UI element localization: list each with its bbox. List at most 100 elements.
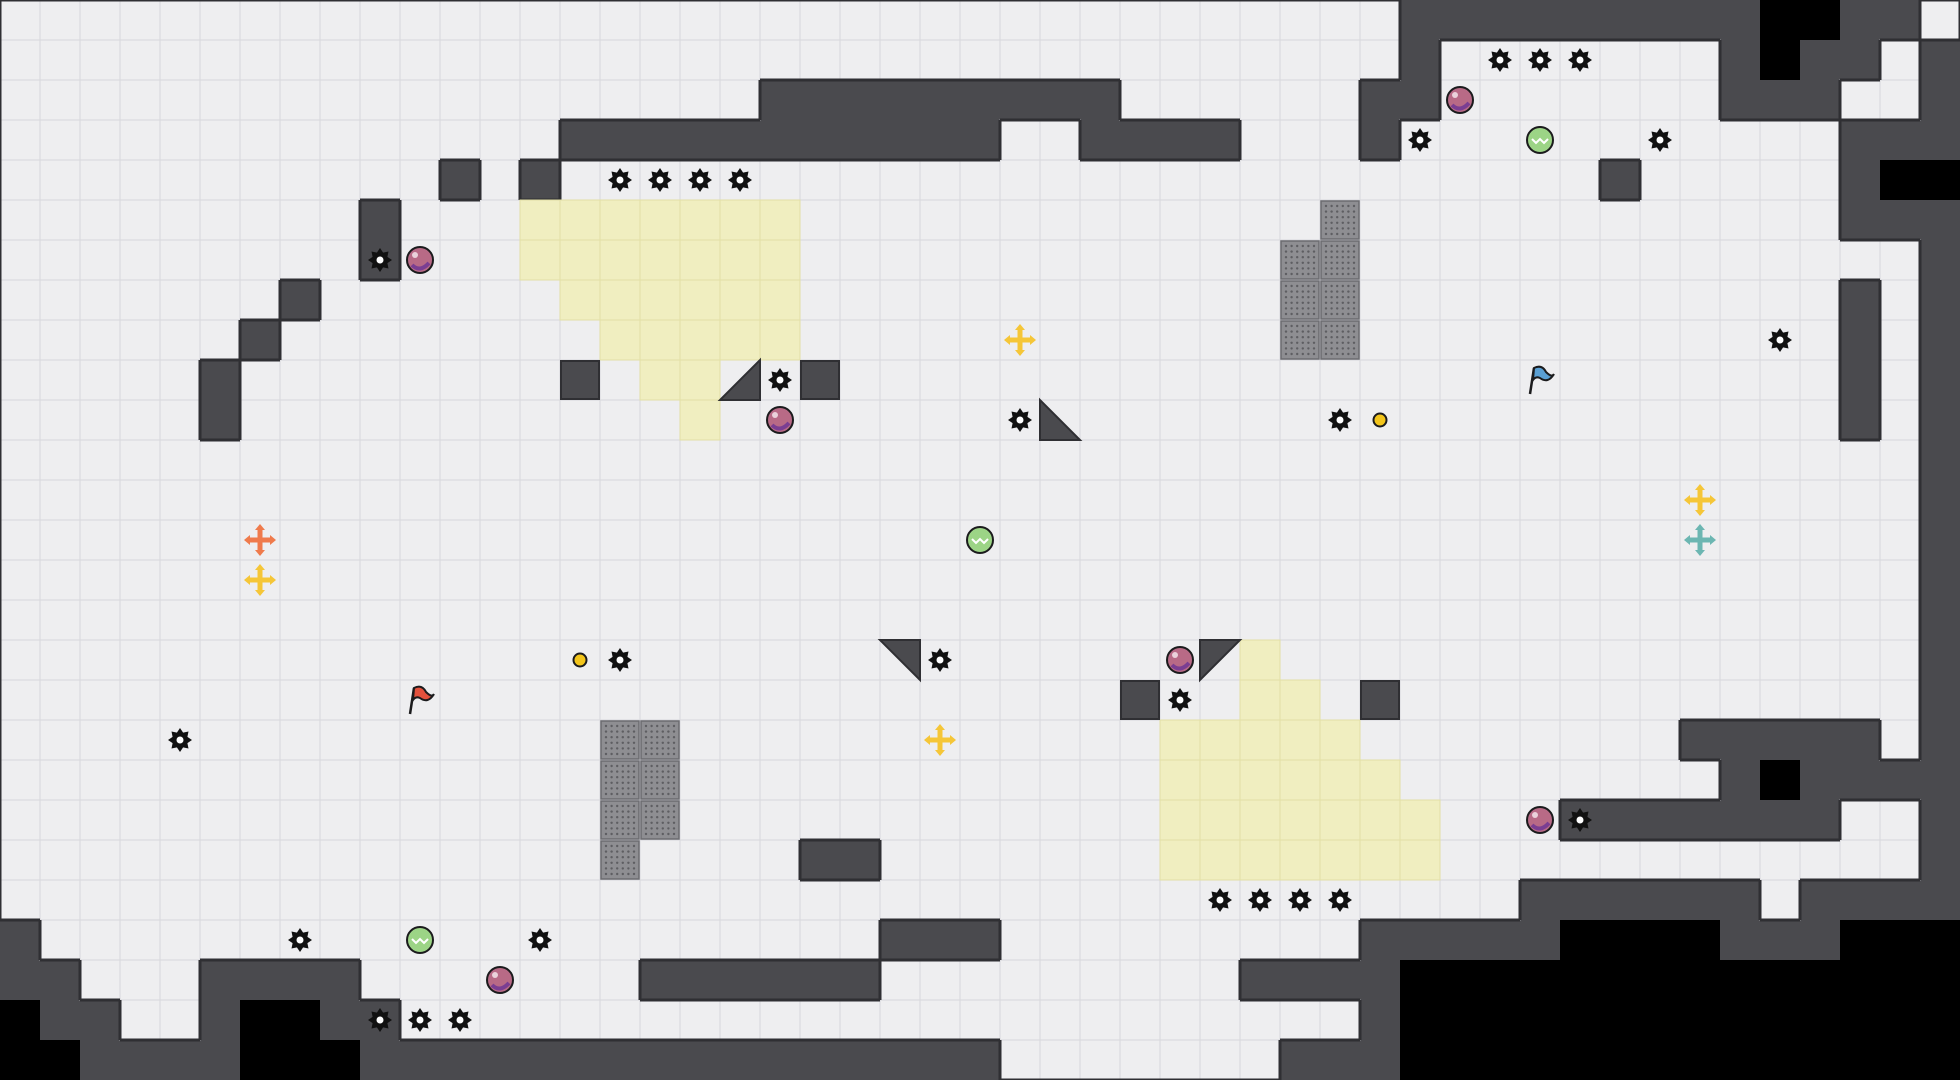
grate-base	[640, 800, 680, 840]
floor-tile	[519, 519, 561, 561]
sand-tile	[719, 279, 761, 321]
floor-tile	[0, 719, 41, 761]
floor-tile	[159, 999, 201, 1041]
grate-hole	[1336, 232, 1339, 236]
wall-tile	[1680, 800, 1720, 840]
grate-hole	[621, 787, 624, 790]
grate-hole	[656, 810, 659, 813]
floor-tile	[519, 719, 561, 761]
gem-stripe	[411, 937, 429, 945]
floor-tile	[1039, 159, 1081, 201]
grate-hole	[627, 770, 630, 773]
floor-tile	[199, 839, 241, 881]
grate-hole	[1307, 272, 1310, 276]
grate-hole	[672, 787, 676, 790]
powerup-arrow	[1695, 484, 1705, 490]
gem-stripe	[1531, 137, 1549, 145]
spike-center	[1776, 336, 1784, 344]
floor-tile	[79, 319, 121, 361]
grate-hole	[656, 736, 659, 739]
floor-tile	[1519, 599, 1561, 641]
grate-hole	[632, 792, 636, 796]
floor-tile	[119, 279, 161, 321]
floor-tile	[359, 679, 401, 721]
floor-tile	[239, 599, 281, 641]
sand-tile	[1359, 799, 1401, 841]
grate-hole	[632, 741, 636, 744]
floor-tile	[39, 599, 81, 641]
wall-tile	[1640, 880, 1680, 920]
blue-goal-flag-icon[interactable]	[1528, 365, 1555, 395]
floor-tile	[1359, 559, 1401, 601]
floor-tile	[119, 519, 161, 561]
grate-hole	[616, 816, 619, 819]
floor-tile	[159, 359, 201, 401]
floor-tile	[399, 279, 441, 321]
grate-hole	[650, 832, 653, 836]
floor-tile	[1879, 399, 1921, 441]
floor-tile	[919, 879, 961, 921]
grate-hole	[1307, 336, 1310, 339]
floor-tile	[719, 399, 761, 441]
floor-tile	[519, 959, 561, 1001]
floor-tile	[559, 839, 601, 881]
grate-hole	[627, 787, 630, 790]
grate-hole	[1341, 352, 1345, 356]
spike-icon	[368, 248, 392, 272]
floor-tile	[119, 159, 161, 201]
floor-tile	[599, 439, 641, 481]
grate-hole	[1347, 330, 1350, 333]
floor-tile	[1359, 599, 1401, 641]
floor-tile	[879, 839, 921, 881]
floor-tile	[279, 119, 321, 161]
red-start-flag-icon[interactable]	[408, 685, 435, 715]
floor-tile	[1599, 239, 1641, 281]
floor-tile	[1719, 399, 1761, 441]
floor-tile	[319, 439, 361, 481]
floor-tile	[319, 519, 361, 561]
floor-tile	[519, 879, 561, 921]
spike-icon	[1768, 328, 1792, 352]
floor-tile	[1039, 359, 1081, 401]
floor-tile	[719, 79, 761, 121]
floor-tile	[1519, 159, 1561, 201]
grate-hole	[672, 827, 676, 830]
floor-tile	[1719, 159, 1761, 201]
grate-hole	[610, 752, 613, 756]
grate-hole	[1312, 330, 1316, 333]
wall-tile	[1760, 920, 1800, 960]
wall-tile	[1600, 0, 1640, 40]
floor-tile	[1759, 639, 1801, 681]
grate-hole	[1290, 312, 1293, 316]
grate-hole	[1301, 324, 1305, 328]
grate-hole	[644, 730, 648, 733]
grate-hole	[1352, 227, 1356, 230]
grate-base	[1320, 200, 1360, 240]
wall-tile	[960, 80, 1000, 120]
grate-hole	[1324, 284, 1328, 288]
floor-tile	[159, 79, 201, 121]
floor-tile	[1559, 279, 1601, 321]
floor-tile	[1079, 0, 1121, 41]
grate-hole	[1336, 250, 1339, 253]
floor-tile	[1039, 879, 1081, 921]
floor-tile	[959, 599, 1001, 641]
grate-hole	[1324, 244, 1328, 248]
grate-hole	[604, 730, 608, 733]
floor-tile	[479, 399, 521, 441]
grate-hole	[1330, 210, 1333, 213]
wall-tile	[1800, 80, 1840, 120]
grate-hole	[604, 821, 608, 824]
grate-hole	[616, 741, 619, 744]
wall-tile	[200, 960, 240, 1000]
floor-tile	[1079, 1039, 1121, 1080]
floor-tile	[639, 439, 681, 481]
grate-hole	[1336, 204, 1339, 208]
floor-tile	[0, 639, 41, 681]
grate-hole	[1347, 301, 1350, 304]
item-layer	[168, 48, 1792, 1032]
wall-tile	[680, 960, 720, 1000]
grate-hole	[604, 781, 608, 784]
floor-tile	[879, 159, 921, 201]
